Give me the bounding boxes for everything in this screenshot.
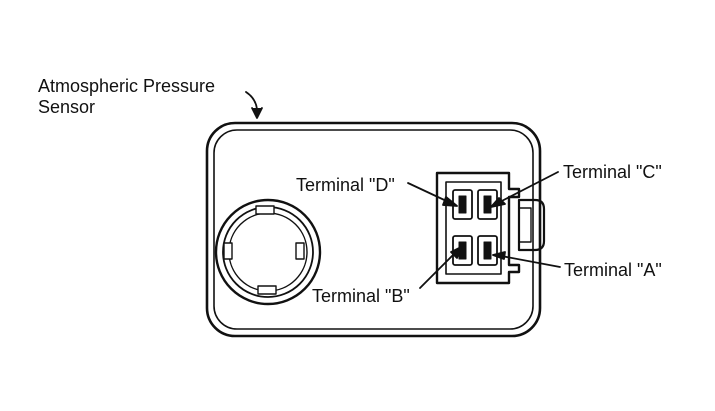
- connector: [435, 171, 546, 285]
- pressure-port: [214, 198, 322, 306]
- terminal-a-label: Terminal "A": [564, 260, 662, 280]
- terminal-b-label: Terminal "B": [312, 286, 410, 306]
- sensor-label-line2: Sensor: [38, 97, 96, 117]
- terminal-d-label: Terminal "D": [296, 175, 395, 195]
- sensor-housing: [205, 121, 542, 338]
- terminal-c-label: Terminal "C": [563, 162, 662, 182]
- leader-lines: [245, 91, 561, 289]
- sensor-label-line1: Atmospheric Pressure: [38, 76, 216, 96]
- pin-a: [477, 235, 498, 266]
